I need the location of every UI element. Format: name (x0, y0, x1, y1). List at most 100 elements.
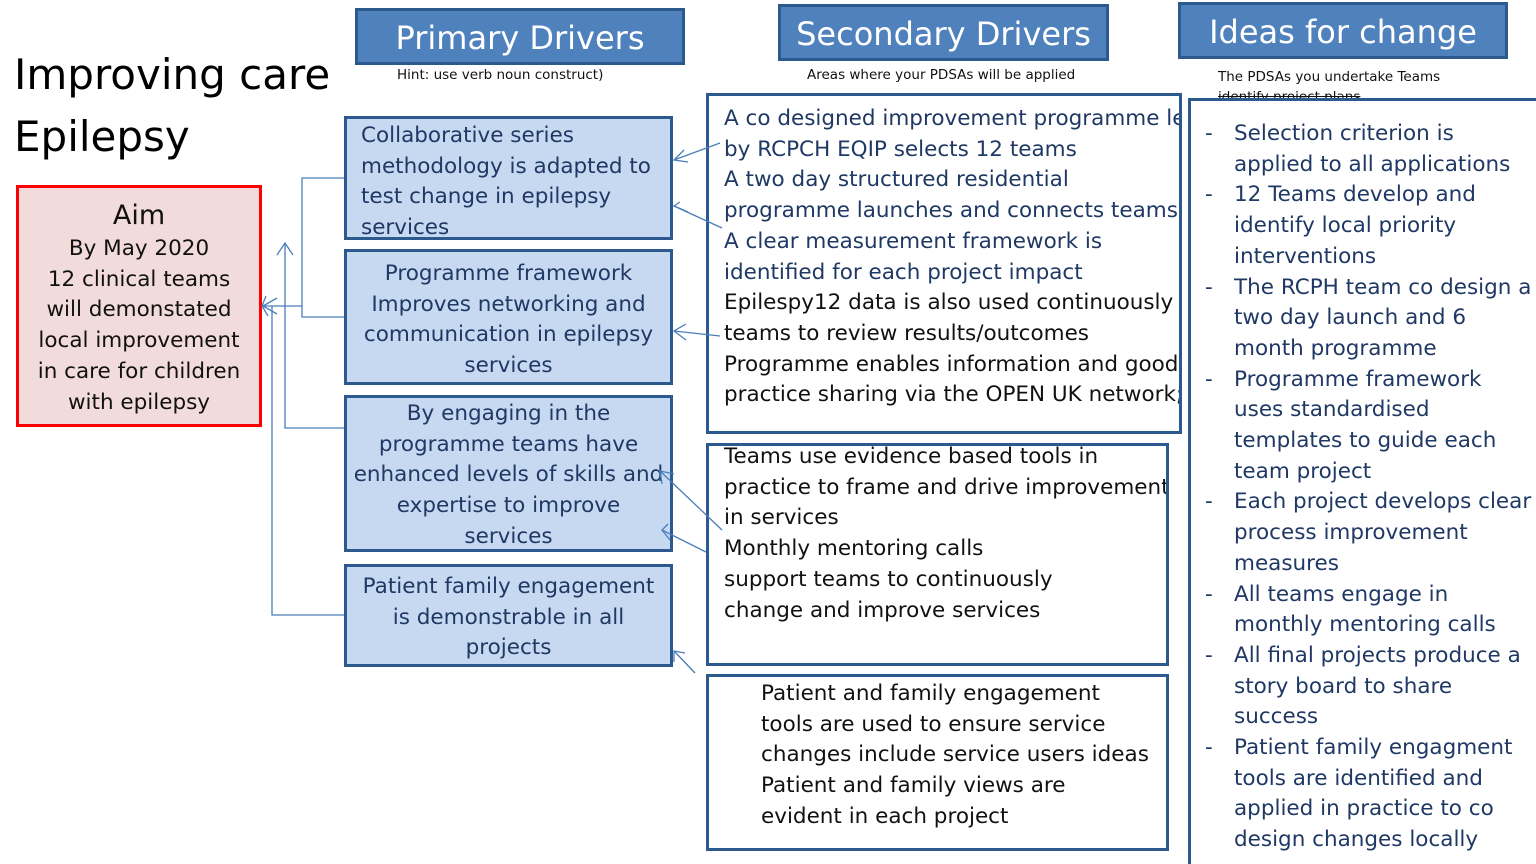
secondary-line: Patient and family views are (761, 773, 1066, 799)
dash-bullet-icon: - (1205, 121, 1213, 146)
aim-line: By May 2020 (68, 236, 210, 261)
dash-bullet-icon: - (1205, 489, 1213, 515)
dash-bullet-icon: - (1205, 182, 1213, 208)
title-line-2: Epilepsy (14, 112, 190, 161)
aim-line: will demonstated (46, 297, 232, 323)
idea-line: tools are identified and (1234, 765, 1483, 791)
secondary-line: teams to review results/outcomes (724, 320, 1089, 346)
ideas-hint-line-1: The PDSAs you undertake Teams (1218, 69, 1441, 85)
secondary-line: tools are used to ensure service (761, 711, 1106, 737)
secondary-drivers-header-label: Secondary Drivers (796, 15, 1091, 53)
aim-box: Aim By May 2020 12 clinical teams will d… (16, 185, 262, 427)
arrowhead-icon (672, 149, 689, 163)
primary-driver-4: Patient family engagement is demonstrabl… (344, 564, 673, 667)
secondary-line: A two day structured residential (724, 167, 1069, 193)
secondary-line: Patient and family engagement (761, 681, 1100, 706)
secondary-line: programme launches and connects teams (724, 198, 1178, 224)
driver-line: communication in epilepsy (363, 322, 654, 348)
secondary-line: Epilespy12 data is also used continuousl… (724, 290, 1182, 316)
diagram-title: Improving care Epilepsy (14, 44, 330, 168)
idea-line: team project (1234, 458, 1372, 484)
dash-bullet-icon: - (1205, 274, 1213, 300)
idea-item: - All final projects produce a story boa… (1191, 641, 1536, 733)
idea-item: - Programme framework uses standardised … (1191, 365, 1536, 488)
driver-line: projects (465, 635, 552, 661)
idea-line: uses standardised (1234, 397, 1430, 423)
secondary-line: changes include service users ideas (761, 742, 1149, 768)
secondary-line: in services (724, 505, 839, 531)
idea-line: month programme (1234, 335, 1437, 361)
ideas-header: Ideas for change (1178, 2, 1508, 59)
driver-line: enhanced levels of skills and (353, 462, 664, 488)
driver-line: programme teams have (378, 431, 639, 457)
ideas-box: - Selection criterion is applied to all … (1188, 98, 1536, 864)
arrowhead-aim-icon (261, 297, 278, 315)
connector-sd-pd4 (673, 650, 696, 674)
secondary-line: evident in each project (761, 803, 1009, 829)
arrowhead-aim-icon (261, 295, 269, 317)
driver-line: expertise to improve (396, 493, 621, 519)
idea-line: story board to share (1234, 673, 1453, 699)
idea-line: Programme framework (1234, 366, 1482, 392)
driver-line: Improves networking and (371, 291, 646, 317)
idea-line: applied in practice to co (1234, 796, 1494, 822)
aim-heading: Aim (112, 200, 166, 231)
idea-line: Patient family engagment (1234, 735, 1513, 761)
primary-drivers-header-label: Primary Drivers (395, 19, 645, 57)
primary-driver-3: By engaging in the programme teams have … (344, 395, 673, 552)
idea-line: two day launch and 6 (1234, 305, 1467, 331)
idea-line: measures (1234, 550, 1339, 576)
arrowhead-icon (672, 323, 687, 341)
idea-line: Selection criterion is (1234, 121, 1454, 146)
connector-pd1-aim (262, 177, 344, 307)
secondary-driver-1: A co designed improvement programme led … (706, 93, 1182, 434)
idea-line: design changes locally (1234, 827, 1479, 853)
primary-hint: Hint: use verb noun construct) (397, 67, 604, 83)
idea-line: interventions (1234, 243, 1377, 269)
idea-item: - Each project develops clear process im… (1191, 487, 1536, 579)
driver-line: services (464, 353, 553, 379)
primary-driver-1: Collaborative series methodology is adap… (344, 116, 673, 240)
aim-line: in care for children (37, 358, 241, 384)
driver-line: test change in epilepsy (361, 184, 612, 210)
idea-line: monthly mentoring calls (1234, 612, 1496, 638)
secondary-line: change and improve services (724, 597, 1041, 623)
ideas-list: - Selection criterion is applied to all … (1191, 119, 1536, 856)
aim-line: with epilepsy (67, 389, 211, 415)
idea-line: templates to guide each (1234, 428, 1497, 454)
secondary-line: identified for each project impact (724, 259, 1083, 285)
idea-item: - 12 Teams develop and identify local pr… (1191, 180, 1536, 272)
secondary-driver-3: Patient and family engagement tools are … (706, 674, 1169, 851)
driver-line: Programme framework (384, 261, 633, 286)
secondary-line: Programme enables information and good (724, 351, 1179, 377)
secondary-line: by RCPCH EQIP selects 12 teams (724, 136, 1077, 162)
secondary-driver-2: Teams use evidence based tools in practi… (706, 443, 1169, 666)
idea-line: process improvement (1234, 520, 1468, 546)
idea-line: identify local priority (1234, 213, 1457, 239)
idea-item: - Patient family engagment tools are ide… (1191, 733, 1536, 856)
idea-line: The RCPH team co design a (1234, 274, 1532, 300)
connector-pd3-aim (284, 243, 344, 429)
secondary-line: A clear measurement framework is (724, 228, 1103, 254)
aim-line: local improvement (38, 328, 240, 354)
secondary-line: practice to frame and drive improvement (724, 474, 1169, 500)
secondary-drivers-header: Secondary Drivers (778, 4, 1109, 61)
idea-item: - The RCPH team co design a two day laun… (1191, 273, 1536, 365)
driver-line: By engaging in the (406, 401, 611, 426)
connector-pd2-aim (301, 306, 344, 318)
secondary-line: practice sharing via the OPEN UK network… (724, 382, 1182, 408)
idea-line: All teams engage in (1234, 581, 1449, 607)
idea-line: 12 Teams develop and (1234, 182, 1476, 208)
secondary-line: Monthly mentoring calls (724, 536, 984, 562)
driver-line: Collaborative series (361, 123, 574, 148)
secondary-line: Teams use evidence based tools in (724, 444, 1099, 469)
idea-line: Each project develops clear (1234, 489, 1532, 515)
connector-pd4-aim (271, 306, 344, 616)
idea-line: applied to all applications (1234, 151, 1511, 177)
driver-line: services (361, 215, 450, 241)
arrowhead-aim-icon (276, 241, 294, 256)
idea-line: success (1234, 704, 1319, 730)
driver-line: is demonstrable in all (392, 604, 625, 630)
ideas-header-label: Ideas for change (1209, 13, 1477, 51)
secondary-hint: Areas where your PDSAs will be applied (807, 67, 1076, 83)
